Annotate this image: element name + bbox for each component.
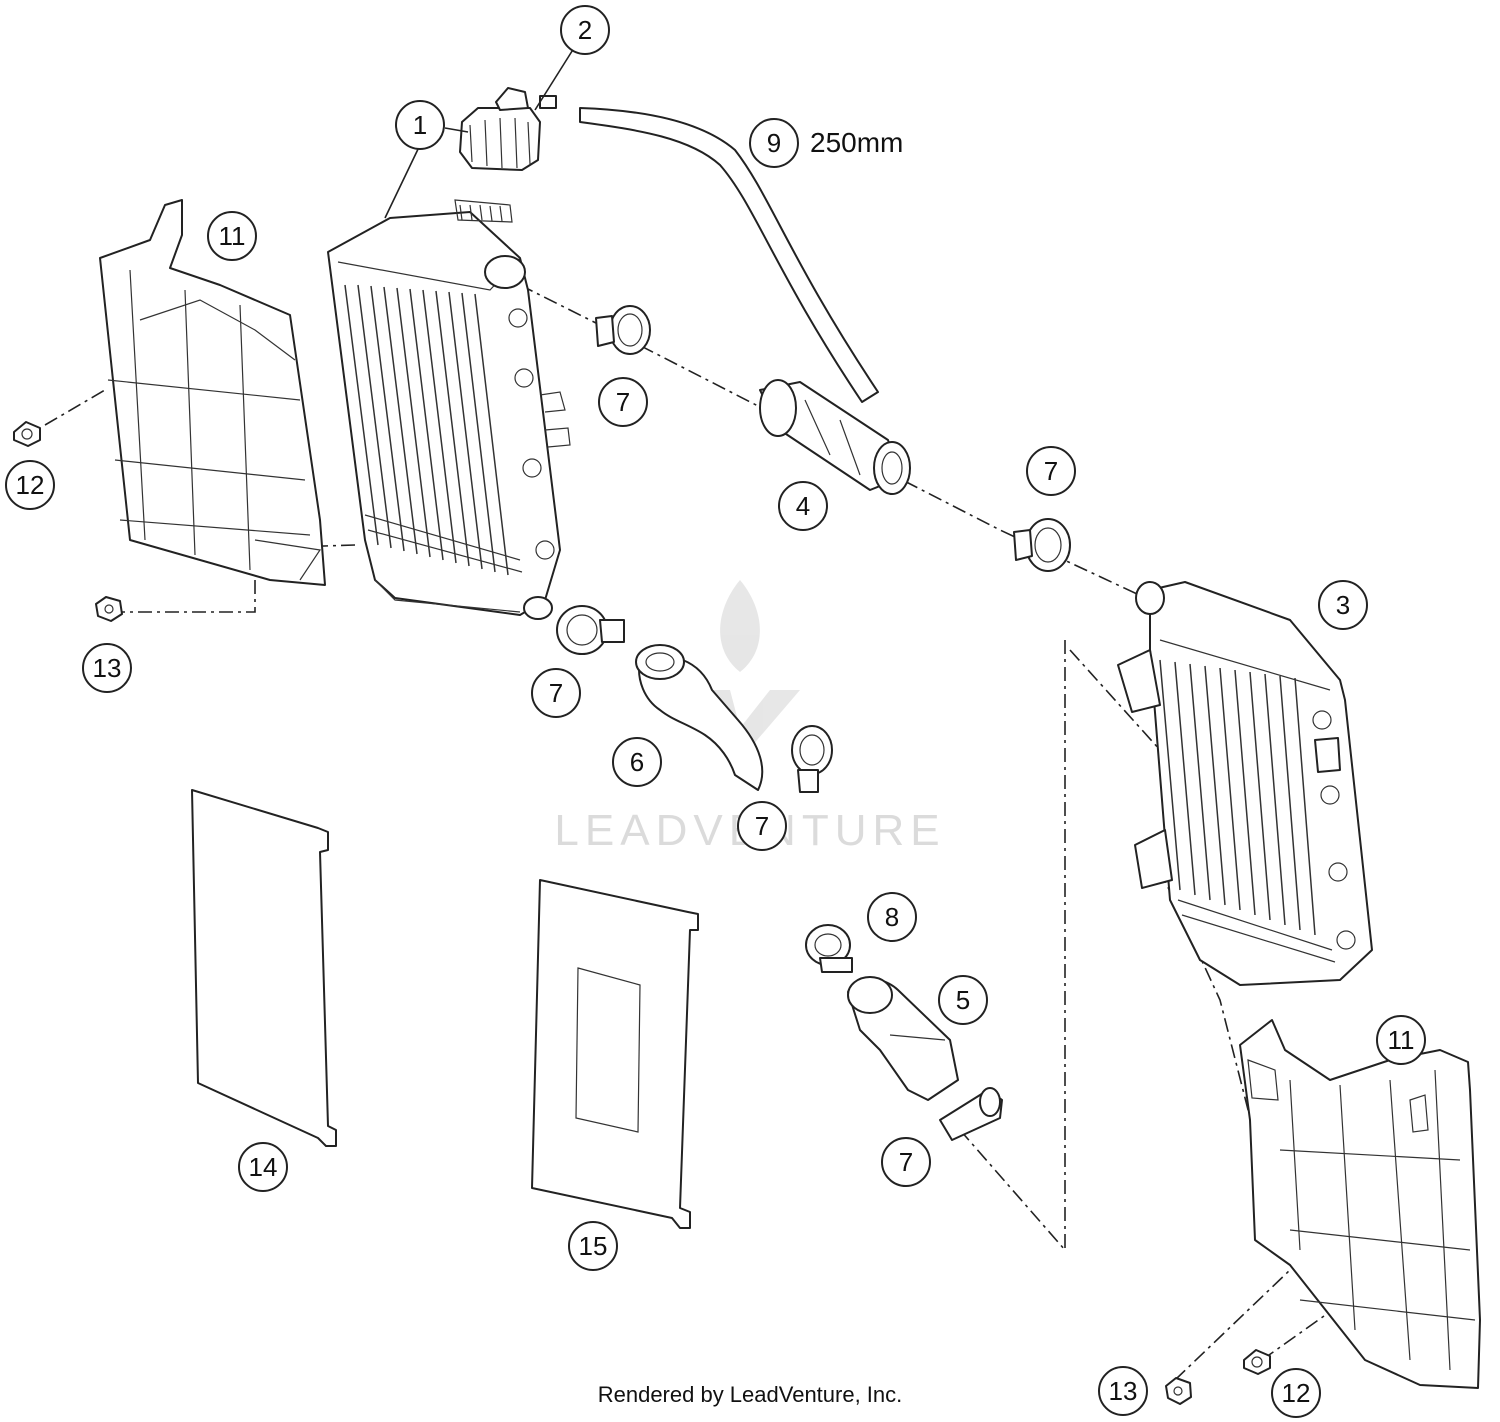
callout-7-lower-left: 7	[531, 668, 581, 718]
overflow-hose	[579, 107, 879, 403]
callout-12-left: 12	[5, 460, 55, 510]
bent-coolant-hose	[635, 644, 764, 791]
svg-text:9: 9	[767, 128, 781, 158]
hose-clamp-bottom	[939, 1087, 1003, 1141]
svg-text:7: 7	[616, 387, 630, 417]
svg-text:11: 11	[219, 221, 246, 251]
callout-5: 5	[938, 975, 988, 1025]
callout-15: 15	[568, 1221, 618, 1271]
svg-text:5: 5	[956, 985, 970, 1015]
protective-film-15	[531, 879, 699, 1229]
radiator-guard-right	[1239, 1019, 1481, 1389]
svg-text:8: 8	[885, 902, 899, 932]
svg-text:3: 3	[1336, 590, 1350, 620]
footer-credit: Rendered by LeadVenture, Inc.	[598, 1382, 903, 1407]
svg-text:7: 7	[1044, 456, 1058, 486]
hose-length-label: 250mm	[810, 127, 903, 158]
protective-film-14	[191, 789, 337, 1147]
callout-13-left: 13	[82, 643, 132, 693]
svg-text:7: 7	[755, 811, 769, 841]
callout-7-bottom: 7	[881, 1137, 931, 1187]
svg-text:4: 4	[796, 491, 810, 521]
callout-7-right: 7	[1026, 446, 1076, 496]
elbow-hose	[847, 976, 959, 1101]
nut-right	[1165, 1377, 1192, 1405]
svg-text:11: 11	[1388, 1025, 1415, 1055]
leader-lines	[384, 47, 575, 219]
hose-clamp-upper	[595, 305, 651, 355]
hose-clamp-8	[805, 924, 853, 973]
svg-text:2: 2	[578, 15, 592, 45]
callout-3: 3	[1318, 580, 1368, 630]
callout-11-right: 11	[1376, 1015, 1426, 1065]
hose-connector	[759, 379, 911, 495]
callout-9: 9	[749, 118, 799, 168]
svg-text:7: 7	[899, 1147, 913, 1177]
callout-7-lower-center: 7	[737, 801, 787, 851]
callout-14: 14	[238, 1142, 288, 1192]
callout-6: 6	[612, 737, 662, 787]
svg-text:13: 13	[1109, 1376, 1138, 1406]
svg-text:7: 7	[549, 678, 563, 708]
callout-1: 1	[395, 100, 445, 150]
callout-2: 2	[560, 5, 610, 55]
callout-4: 4	[778, 481, 828, 531]
radiator-left	[327, 199, 571, 620]
radiator-cap	[459, 87, 557, 171]
callout-12-right: 12	[1271, 1368, 1321, 1418]
svg-text:6: 6	[630, 747, 644, 777]
svg-text:12: 12	[16, 470, 45, 500]
nut-left	[95, 596, 123, 622]
radiator-right	[1117, 581, 1373, 986]
svg-text:15: 15	[579, 1231, 608, 1261]
hose-clamp-lower-center	[791, 725, 833, 793]
svg-text:12: 12	[1282, 1378, 1311, 1408]
hose-clamp-middle-right	[1013, 518, 1071, 572]
callout-7-upper: 7	[598, 377, 648, 427]
radiator-guard-left	[99, 199, 326, 586]
svg-text:1: 1	[413, 110, 427, 140]
hose-clamp-lower-left	[556, 605, 625, 655]
callout-11-left: 11	[207, 211, 257, 261]
callout-13-right: 13	[1098, 1366, 1148, 1416]
bolt-left	[13, 421, 41, 447]
bolt-right	[1243, 1349, 1271, 1375]
svg-text:13: 13	[93, 653, 122, 683]
callout-8: 8	[867, 892, 917, 942]
svg-text:14: 14	[249, 1152, 278, 1182]
